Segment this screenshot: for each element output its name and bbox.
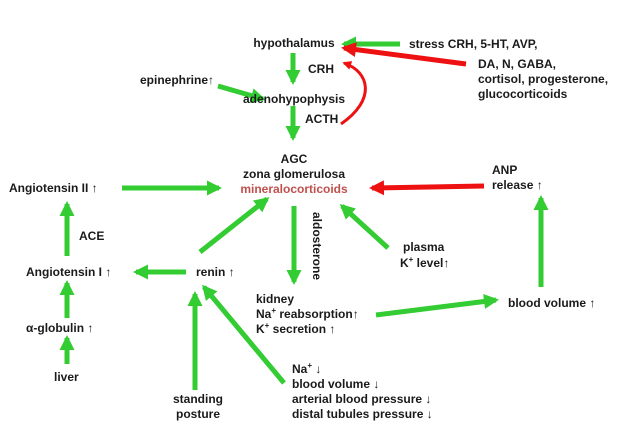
mineralocorticoids-label: mineralocorticoids (240, 182, 348, 196)
adenohypophysis-label: adenohypophysis (242, 92, 346, 106)
k-secretion-sup: + (264, 321, 270, 330)
na-reabsorption-sup: + (271, 306, 277, 315)
arrow-renin-to-mineralocorticoids (198, 197, 270, 254)
na-down-suffix: ↓ (312, 362, 322, 376)
blood-volume-up-label: blood volume ↑ (508, 296, 596, 310)
inhibitor-line-3: glucocorticoids (478, 87, 568, 101)
blood-volume-down-label: blood volume ↓ (292, 377, 380, 391)
standing-label: standing (173, 392, 223, 406)
k-secretion-label: K+ secretion ↑ (256, 322, 335, 337)
arrow-plasma-k-to-mineralocorticoids (339, 203, 390, 250)
angiotensin-i-label: Angiotensin I ↑ (26, 265, 112, 279)
epinephrine-text: epinephrine (140, 73, 209, 87)
zona-glomerulosa-label: zona glomerulosa (242, 167, 346, 181)
kidney-label: kidney (256, 292, 295, 306)
plasma-label: plasma (403, 240, 445, 254)
angiotensin-ii-label: Angiotensin II ↑ (9, 181, 98, 195)
arterial-bp-label: arterial blood pressure ↓ (292, 392, 432, 406)
posture-label: posture (175, 407, 220, 421)
renin-label: renin ↑ (196, 265, 235, 279)
k-secretion-prefix: K (256, 322, 265, 336)
crh-label: CRH (308, 62, 334, 76)
k-secretion-suffix: secretion ↑ (269, 322, 336, 336)
hypothalamus-label: hypothalamus (253, 36, 335, 50)
arrow-anp-to-mineralocorticoids (369, 180, 485, 196)
na-down-prefix: Na (292, 362, 308, 376)
anp-release-label: release ↑ (492, 178, 543, 192)
stress-label: stress CRH, 5-HT, AVP, (409, 37, 538, 51)
k-level-prefix: K (400, 256, 409, 270)
acth-label: ACTH (305, 112, 339, 126)
arrow-epinephrine-to-adenohypophysis (217, 83, 266, 103)
inhibitor-line-2: cortisol, progesterone, (478, 72, 609, 86)
distal-pressure-label: distal tubules pressure ↓ (292, 407, 433, 421)
alpha-globulin-label: α-globulin ↑ (26, 321, 94, 335)
agc-label: AGC (280, 152, 308, 166)
k-level-sup: + (408, 255, 414, 264)
k-level-suffix: level↑ (413, 256, 450, 270)
anp-label: ANP (492, 163, 518, 177)
na-down-sup: + (307, 361, 313, 370)
na-reabsorption-prefix: Na (256, 307, 272, 321)
epinephrine-label: epinephrine↑ (140, 73, 214, 88)
liver-label: liver (54, 370, 79, 384)
k-level-label: K+ level↑ (400, 256, 449, 271)
arrow-kidney-to-blood-volume (375, 294, 499, 318)
na-reabsorption-label: Na+ reabsorption↑ (256, 307, 359, 322)
epinephrine-up-arrow: ↑ (208, 73, 215, 87)
na-down-label: Na+ ↓ (292, 362, 321, 377)
na-reabsorption-suffix: reabsorption↑ (276, 307, 359, 321)
arrow-pressure-drop-to-renin (202, 284, 286, 385)
arrow-acth-feedback-to-hypothalamus (340, 61, 367, 126)
arrow-inhibitors-to-hypothalamus (341, 42, 467, 67)
inhibitor-line-1: DA, N, GABA, (478, 57, 556, 71)
aldosterone-label: aldosterone (310, 212, 324, 281)
ace-label: ACE (79, 229, 105, 243)
